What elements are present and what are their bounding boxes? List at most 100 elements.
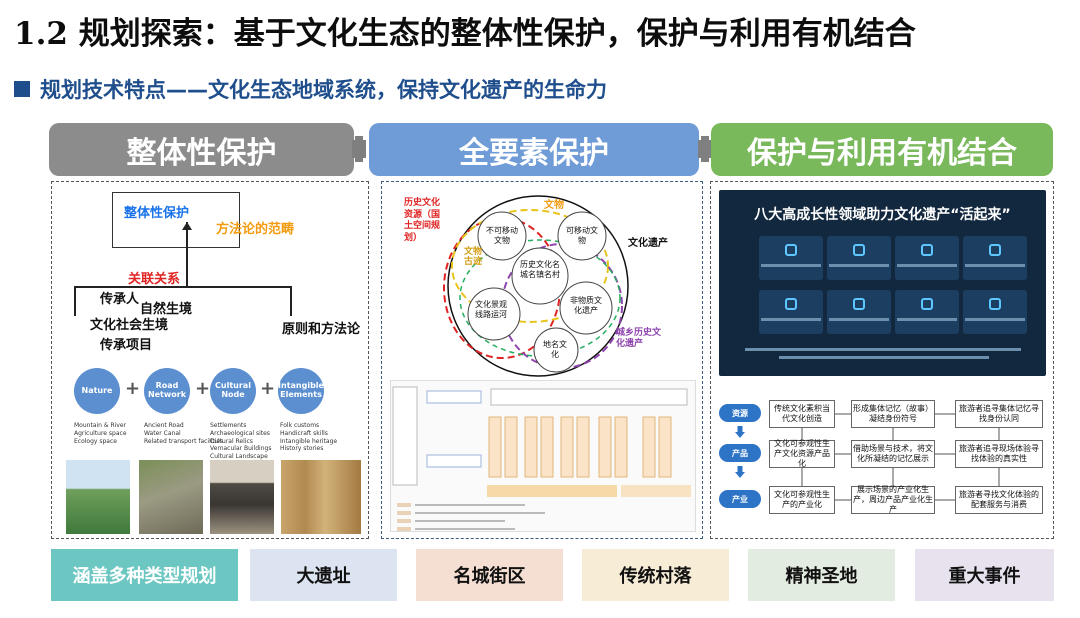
natural-habitat-label: 自然生境 (140, 302, 193, 317)
field-tile (759, 290, 823, 334)
holistic-label: 整体性保护 (124, 206, 190, 221)
panel-all-elements: 历史文化资源（国土空间规划） 文物 文物古迹 文化遗产 城乡历史文化遗产 不可移… (381, 181, 703, 539)
panel-protection-utilization: 八大高成长性领域助力文化遗产“活起来” 资源 产品 产业 传统文化素积当代文化创… (710, 181, 1054, 539)
landscape-route-text: 文化景观线路运河 (475, 300, 507, 319)
road-network-circle: Road Network (144, 368, 190, 414)
node-bullets: Settlements Archaeological sites Cultura… (210, 422, 271, 461)
bottom-label-multi-type: 涵盖多种类型规划 (51, 549, 238, 601)
bullet-text: Vernacular Buildings (210, 445, 272, 453)
field-tile (963, 236, 1027, 280)
history-resource-label: 历史文化资源（国土空间规划） (404, 198, 441, 244)
text-line (745, 348, 1021, 351)
grid-icon (853, 244, 865, 256)
arrow-down-icon (735, 426, 745, 438)
intangible-elements-circle: Intangible Elements (278, 368, 324, 414)
chart-icon (989, 244, 1001, 256)
inheritor-label: 传承人 (100, 292, 140, 307)
principle-label: 原则和方法论 (282, 322, 361, 337)
nature-bullets: Mountain & River Agriculture space Ecolo… (74, 422, 127, 445)
field-tile (895, 236, 959, 280)
vr-icon (785, 298, 797, 310)
connector-line (74, 286, 290, 288)
bullet-text: Ancient Road (144, 422, 184, 429)
header-protection-utilization: 保护与利用有机结合 (711, 123, 1053, 176)
bullet-text: Folk customs (280, 422, 320, 429)
field-tile (759, 236, 823, 280)
palette-icon (921, 298, 933, 310)
holistic-box (112, 192, 240, 248)
relation-label: 关联关系 (128, 272, 181, 287)
industry-fields-card: 八大高成长性领域助力文化遗产“活起来” (719, 190, 1046, 376)
text-line (779, 356, 989, 359)
bottom-label-grand-site: 大遗址 (250, 549, 397, 601)
historic-city-text: 历史文化名城名镇名村 (520, 260, 560, 279)
bullet-text: Cultural Relics (210, 437, 253, 445)
tool-icon (785, 244, 797, 256)
landscape-photo (66, 460, 130, 534)
bottom-label-major-event: 重大事件 (915, 549, 1054, 601)
flow-box: 形成集体记忆（故事）凝结身份符号 (851, 400, 935, 428)
system-chart-graphic (392, 386, 691, 531)
subtitle-text: 规划技术特点——文化生态地域系统，保持文化遗产的生命力 (40, 78, 607, 102)
rural-heritage-label: 城乡历史文化遗产 (616, 328, 662, 349)
flow-box: 文化可参观性生产的产业化 (769, 486, 835, 514)
bottom-label-historic-city: 名城街区 (416, 549, 563, 601)
plus-icon: + (125, 378, 141, 399)
immovable-relics-text: 不可移动文物 (486, 226, 518, 245)
page-title: 1.2 规划探索：基于文化生态的整体性保护，保护与利用有机结合 (14, 16, 916, 52)
field-tile (895, 290, 959, 334)
venn-diagram (443, 195, 629, 377)
flow-box: 传统文化素积当代文化创造 (769, 400, 835, 428)
flow-box: 借助场景与技术，将文化所凝结的记忆展示 (851, 440, 935, 468)
connector-line (74, 286, 76, 316)
fan-icon (989, 298, 1001, 310)
arrow-up-icon (182, 222, 192, 230)
bullet-text: Archaeological sites (210, 429, 270, 437)
connector-line (186, 222, 188, 286)
flow-box: 展示场景的产业化生产，周边产品产业化生产 (851, 485, 935, 514)
manuscript-photo (281, 460, 361, 534)
puzzle-joint-icon (698, 136, 712, 162)
bullet-text: Related transport facilities (144, 437, 224, 445)
bottom-label-spiritual-site: 精神圣地 (748, 549, 895, 601)
relics-sites-label: 文物古迹 (464, 247, 483, 267)
bullet-text: Ecology space (74, 437, 117, 445)
methodology-label: 方法论的范畴 (216, 222, 295, 237)
heritage-label: 文化遗产 (628, 238, 668, 249)
intangible-heritage-text: 非物质文化遗产 (570, 296, 602, 315)
arrow-down-icon (735, 466, 745, 478)
field-tile (827, 236, 891, 280)
network-icon (921, 244, 933, 256)
stage-product: 产品 (719, 444, 761, 462)
stage-industry: 产业 (719, 490, 761, 508)
flow-box: 旅游者追寻集体记忆寻找身份认同 (955, 400, 1043, 428)
plus-icon: + (260, 378, 276, 399)
connector-line (290, 286, 292, 316)
flow-box: 旅游者寻找文化体验的配套服务与消费 (955, 486, 1043, 514)
plus-icon: + (195, 378, 211, 399)
bullet-text: Mountain & River (74, 422, 126, 429)
subtitle: 规划技术特点——文化生态地域系统，保持文化遗产的生命力 (14, 74, 607, 104)
bullet-text: Agriculture space (74, 429, 127, 437)
bottom-label-traditional-village: 传统村落 (582, 549, 729, 601)
protection-system-chart (390, 380, 696, 532)
header-holistic: 整体性保护 (49, 123, 354, 176)
bullet-text: Settlements (210, 422, 247, 429)
flow-box: 文化可参观性生产文化资源产品化 (769, 439, 835, 468)
flow-box: 旅游者追寻现场体验寻找体验的真实性 (955, 440, 1043, 468)
header-all-elements: 全要素保护 (369, 123, 699, 176)
inheritance-project-label: 传承项目 (100, 338, 153, 353)
stone-path-photo (139, 460, 203, 534)
puzzle-joint-icon (352, 136, 366, 162)
bullet-text: Handicraft skills (280, 429, 328, 437)
bullet-text: History stories (280, 445, 324, 453)
place-name-text: 地名文化 (543, 340, 567, 359)
old-gate-photo (210, 460, 274, 534)
field-tile (963, 290, 1027, 334)
movable-relics-text: 可移动文物 (566, 226, 598, 245)
nature-circle: Nature (74, 368, 120, 414)
square-bullet-icon (14, 81, 30, 97)
panel-holistic: 整体性保护 方法论的范畴 关联关系 传承人 自然生境 文化社会生境 传承项目 原… (51, 181, 369, 539)
cultural-node-circle: Cultural Node (210, 368, 256, 414)
industry-fields-title: 八大高成长性领域助力文化遗产“活起来” (754, 207, 1011, 223)
